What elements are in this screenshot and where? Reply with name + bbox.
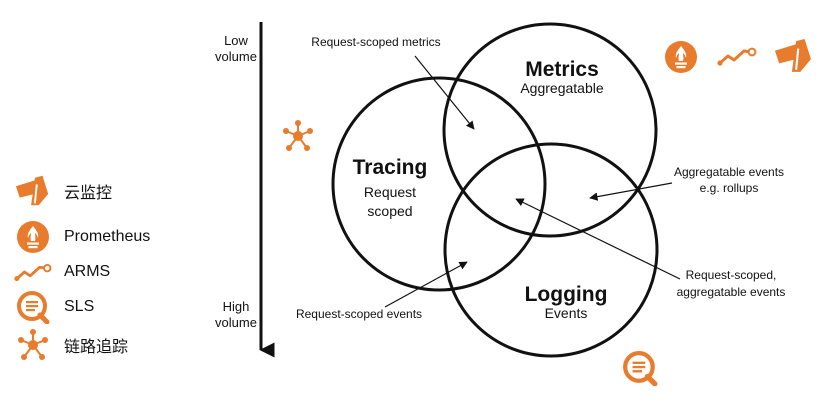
legend-arms-icon <box>14 255 52 289</box>
tracing-icon <box>282 119 314 152</box>
legend-label: ARMS <box>64 263 111 280</box>
logging-circle <box>443 142 659 358</box>
legend-label: 云监控 <box>64 185 113 202</box>
legend-item-arms: ARMS <box>14 255 110 289</box>
logging-title: Logging <box>525 283 608 306</box>
legend-label: SLS <box>64 298 95 315</box>
legend-sls-icon <box>14 290 52 324</box>
annotation-aggregatable-events-line1: Aggregatable events <box>674 165 784 179</box>
tracing-subtitle-line2: scoped <box>367 203 412 219</box>
annotation-arrow-request-scoped-aggregatable <box>515 198 681 280</box>
tracing-circle <box>331 76 547 292</box>
tracing-subtitle-line1: Request <box>364 184 416 200</box>
metrics-title: Metrics <box>525 58 599 81</box>
annotation-arrow-aggregatable-events <box>589 182 673 201</box>
legend-item-prometheus: Prometheus <box>14 220 150 254</box>
sls-icon <box>625 353 655 384</box>
legend-tracing-icon <box>14 328 52 362</box>
axis-top-label-line2: volume <box>215 49 257 64</box>
logging-subtitle: Events <box>545 305 588 321</box>
tracing-title: Tracing <box>353 156 428 179</box>
annotation-request-scoped-aggregatable-line1: Request-scoped, <box>686 268 777 282</box>
annotation-request-scoped-aggregatable-line2: aggregatable events <box>677 285 786 299</box>
prometheus-icon <box>665 41 697 73</box>
axis-bottom-label-line2: volume <box>215 315 257 330</box>
legend-item-cloud-monitor: 云监控 <box>14 174 112 208</box>
legend-label: 链路追踪 <box>64 339 129 356</box>
metrics-subtitle: Aggregatable <box>520 80 604 96</box>
annotation-arrow-request-scoped-events <box>384 261 468 308</box>
axis-top-label-line1: Low <box>224 33 248 48</box>
legend-cloud-monitor-icon <box>14 174 52 208</box>
cloud-monitor-icon <box>773 38 813 73</box>
legend-prometheus-icon <box>14 220 52 254</box>
legend-item-tracing: 链路追踪 <box>14 328 128 362</box>
axis-bottom-label-line1: High <box>223 299 250 314</box>
metrics-circle <box>442 22 658 238</box>
arms-icon <box>717 47 757 68</box>
annotation-request-scoped-metrics: Request-scoped metrics <box>311 35 440 49</box>
annotation-aggregatable-events-line2: e.g. rollups <box>700 181 759 195</box>
annotation-arrow-request-scoped-metrics <box>414 55 475 130</box>
annotation-request-scoped-events: Request-scoped events <box>296 307 422 321</box>
legend-item-sls: SLS <box>14 290 94 324</box>
legend-label: Prometheus <box>64 228 151 245</box>
